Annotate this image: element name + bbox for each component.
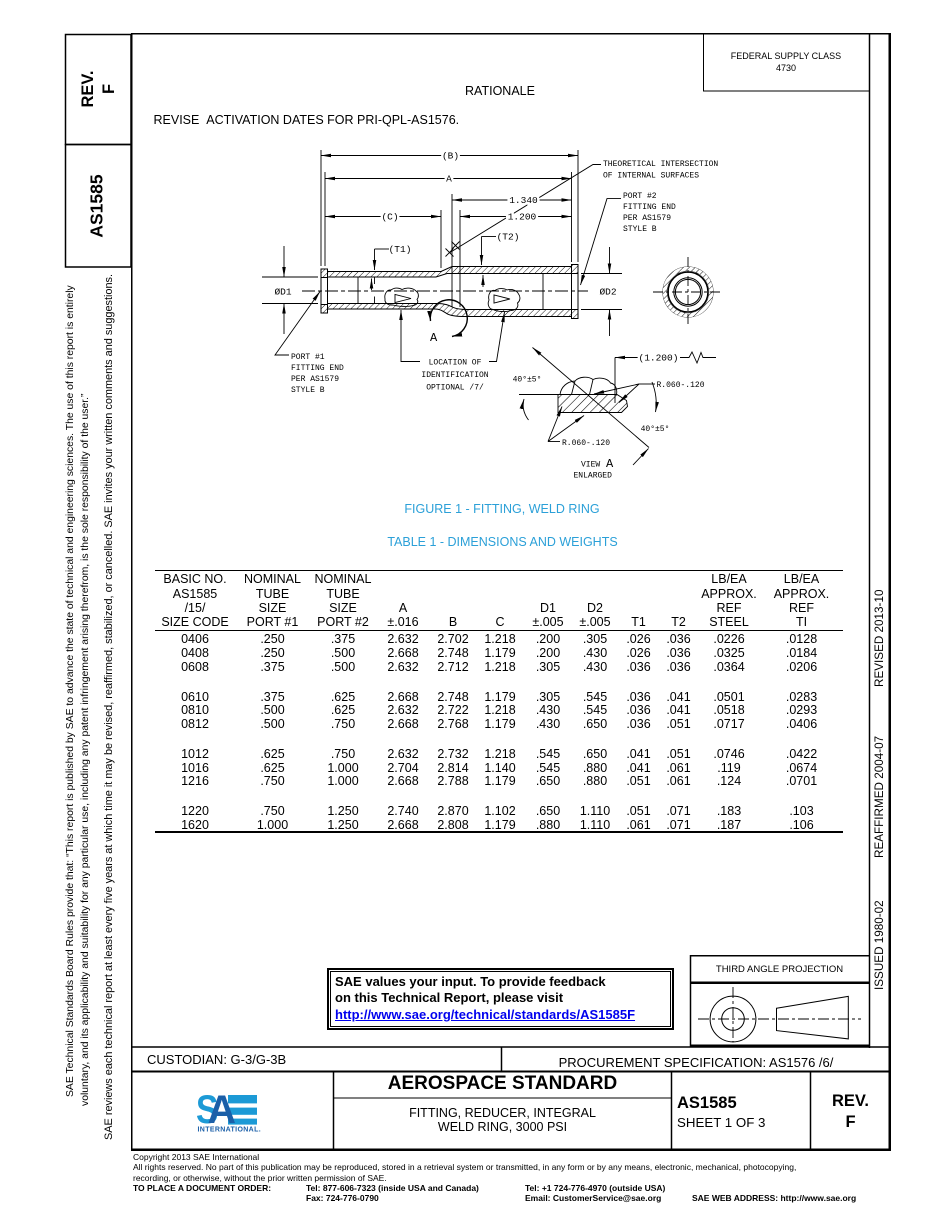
svg-text:40°±5°: 40°±5°	[641, 425, 670, 434]
svg-text:STYLE B: STYLE B	[623, 225, 657, 234]
svg-text:FITTING END: FITTING END	[291, 364, 344, 373]
svg-text:A: A	[606, 457, 614, 471]
svg-text:A: A	[446, 174, 452, 185]
svg-text:STYLE B: STYLE B	[291, 386, 325, 395]
svg-text:ØD1: ØD1	[274, 287, 291, 298]
svg-text:IDENTIFICATION: IDENTIFICATION	[421, 371, 488, 380]
svg-text:VIEW: VIEW	[581, 461, 600, 470]
svg-text:PORT #1: PORT #1	[291, 353, 325, 362]
svg-text:(1.200): (1.200)	[639, 353, 679, 364]
svg-text:A: A	[430, 331, 438, 345]
svg-text:A: A	[208, 1088, 237, 1132]
svg-text:INTERNATIONAL.: INTERNATIONAL.	[198, 1127, 262, 1134]
svg-text:PORT #2: PORT #2	[623, 192, 657, 201]
svg-text:1.200: 1.200	[508, 212, 537, 223]
svg-text:LOCATION OF: LOCATION OF	[429, 359, 482, 368]
svg-text:OF INTERNAL SURFACES: OF INTERNAL SURFACES	[603, 172, 699, 181]
svg-text:(T2): (T2)	[497, 232, 520, 243]
svg-text:OPTIONAL /7/: OPTIONAL /7/	[426, 384, 484, 393]
svg-text:R.060-.120: R.060-.120	[562, 439, 610, 448]
svg-text:ØD2: ØD2	[599, 287, 616, 298]
svg-text:(C): (C)	[381, 212, 398, 223]
svg-text:40°±5°: 40°±5°	[513, 376, 542, 385]
svg-text:PER AS1579: PER AS1579	[623, 214, 671, 223]
svg-text:PER AS1579: PER AS1579	[291, 375, 339, 384]
svg-text:ENLARGED: ENLARGED	[574, 472, 613, 481]
svg-text:(T1): (T1)	[389, 244, 412, 255]
svg-text:R.060-.120: R.060-.120	[657, 381, 705, 390]
svg-text:(B): (B)	[442, 151, 459, 162]
svg-text:THEORETICAL INTERSECTION: THEORETICAL INTERSECTION	[603, 160, 718, 169]
svg-text:1.340: 1.340	[509, 195, 538, 206]
svg-text:FITTING END: FITTING END	[623, 203, 676, 212]
svg-text:S: S	[196, 1088, 218, 1132]
